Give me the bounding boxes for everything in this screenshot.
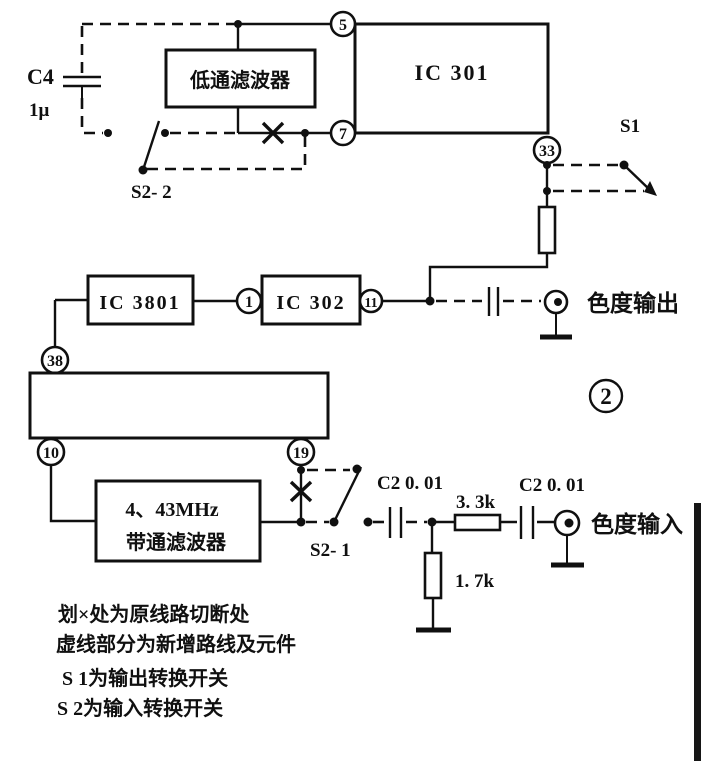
low-pass-filter-label: 低通滤波器 bbox=[189, 68, 291, 92]
chroma-input-label: 色度输入 bbox=[591, 511, 683, 537]
figure-number: 2 bbox=[600, 384, 612, 409]
pin-11-number: 11 bbox=[364, 296, 377, 311]
switch-s1: S1 bbox=[543, 116, 657, 207]
ic302-block: 1 IC 302 11 bbox=[193, 274, 384, 326]
s1-label: S1 bbox=[620, 116, 640, 137]
pin-33-number: 33 bbox=[539, 143, 555, 160]
c2-label-1: C2 0. 01 bbox=[377, 473, 443, 494]
ic301-label: IC 301 bbox=[415, 60, 490, 85]
pin-10-number: 10 bbox=[43, 445, 59, 462]
delay-line-box bbox=[28, 371, 330, 440]
c2-label-2: C2 0. 01 bbox=[519, 475, 585, 496]
resistor-1k7 bbox=[423, 551, 443, 600]
output-resistor-branch bbox=[428, 205, 557, 300]
pin-5-number: 5 bbox=[339, 17, 347, 34]
low-pass-filter-block: 低通滤波器 bbox=[164, 20, 332, 137]
note-line-3: S 1为输出转换开关 bbox=[62, 666, 228, 690]
s2-2-label: S2- 2 bbox=[131, 182, 172, 203]
pin-7 bbox=[329, 119, 357, 147]
c4-capacitor-branch: C4 1μ bbox=[27, 22, 236, 135]
scan-edge-artifact bbox=[694, 503, 701, 761]
bandpass-filter-block: 4、43MHz 带通滤波器 bbox=[49, 465, 262, 563]
chroma-input-branch: 色度输入 C2 0. 01 C2 0. 01 3. 3k bbox=[373, 473, 683, 568]
pin-7-number: 7 bbox=[339, 126, 347, 143]
ic3801-box bbox=[86, 274, 195, 326]
c4-label: C4 bbox=[27, 64, 54, 89]
ic3801-block: IC 3801 bbox=[53, 274, 195, 347]
pin-38-number: 38 bbox=[47, 353, 63, 370]
pin-1-number: 1 bbox=[245, 294, 253, 311]
delay-line-block: 38 10 19 bbox=[28, 345, 330, 467]
r-3k3-label: 3. 3k bbox=[456, 492, 496, 513]
low-pass-filter-box bbox=[164, 48, 317, 109]
c4-value-label: 1μ bbox=[29, 100, 50, 121]
bandpass-freq-label: 4、43MHz bbox=[125, 499, 218, 521]
pin-5 bbox=[329, 10, 357, 38]
note-line-1: 划×处为原线路切断处 bbox=[58, 602, 250, 626]
ic301-box bbox=[353, 22, 550, 135]
ic302-box bbox=[260, 274, 362, 326]
resistor bbox=[537, 205, 557, 255]
note-line-2: 虚线部分为新增路线及元件 bbox=[56, 632, 296, 656]
resistor-3k3 bbox=[453, 513, 502, 532]
cut-x-mark-top bbox=[261, 121, 285, 145]
ic3801-label: IC 3801 bbox=[99, 292, 180, 314]
switch-s2-1: S2- 1 bbox=[260, 466, 373, 561]
chroma-output-label: 色度输出 bbox=[587, 290, 679, 316]
bandpass-filter-box bbox=[94, 479, 262, 563]
bandpass-filter-label: 带通滤波器 bbox=[126, 531, 227, 554]
notes-block: 划×处为原线路切断处 虚线部分为新增路线及元件 S 1为输出转换开关 S 2为输… bbox=[56, 602, 296, 720]
switch-arm bbox=[141, 120, 161, 171]
figure-number-badge: 2 bbox=[588, 378, 624, 414]
pin-19-number: 19 bbox=[293, 445, 309, 462]
s2-1-label: S2- 1 bbox=[310, 540, 351, 561]
switch-arm bbox=[332, 466, 363, 523]
ic302-label: IC 302 bbox=[276, 292, 345, 314]
switch-arm-arrowhead bbox=[644, 181, 657, 196]
chroma-output-branch: 色度输出 bbox=[382, 287, 679, 340]
note-line-4: S 2为输入转换开关 bbox=[57, 696, 223, 720]
pin19-branch bbox=[289, 464, 362, 520]
shunt-resistor-branch: 1. 7k bbox=[416, 524, 495, 633]
switch-s2-2: S2- 2 bbox=[104, 120, 307, 203]
r-1k7-label: 1. 7k bbox=[455, 571, 495, 592]
ic301-block: IC 301 5 7 33 bbox=[329, 10, 562, 165]
switch-arm bbox=[623, 164, 652, 192]
